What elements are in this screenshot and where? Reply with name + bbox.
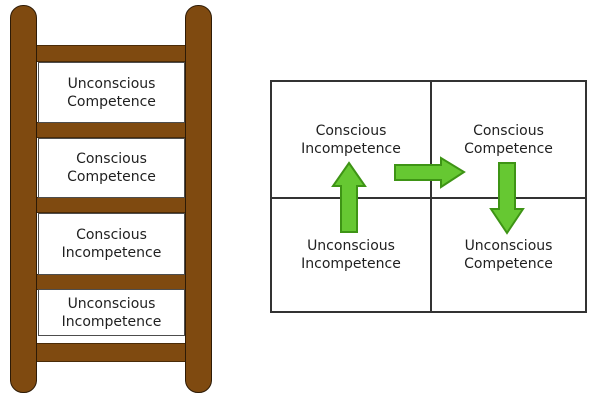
ladder-step-conscious-competence: Conscious Competence bbox=[38, 138, 185, 198]
ladder-step-unconscious-incompetence: Unconscious Incompetence bbox=[38, 289, 185, 336]
matrix-grid: Conscious Incompetence Conscious Compete… bbox=[272, 82, 585, 311]
quadrant-label: Conscious Incompetence bbox=[301, 122, 401, 157]
ladder-step-conscious-incompetence: Conscious Incompetence bbox=[38, 213, 185, 275]
quadrant-unconscious-incompetence: Unconscious Incompetence bbox=[272, 199, 430, 311]
quadrant-unconscious-competence: Unconscious Competence bbox=[432, 199, 585, 311]
ladder-step-unconscious-competence: Unconscious Competence bbox=[38, 62, 185, 123]
arrow-up-icon bbox=[331, 161, 367, 233]
matrix-vertical-divider bbox=[430, 82, 432, 311]
matrix-horizontal-divider bbox=[272, 197, 585, 199]
arrow-right-icon bbox=[394, 156, 466, 189]
ladder-rung bbox=[20, 45, 202, 62]
step-label: Unconscious Incompetence bbox=[61, 295, 162, 330]
ladder-rung bbox=[20, 343, 202, 362]
ladder-left-rail bbox=[10, 5, 37, 393]
step-label: Conscious Incompetence bbox=[61, 227, 162, 261]
ladder-rung bbox=[20, 122, 202, 138]
quadrant-label: Conscious Competence bbox=[464, 122, 553, 157]
quadrant-label: Unconscious Incompetence bbox=[301, 238, 401, 272]
step-label: Conscious Competence bbox=[67, 151, 156, 185]
quadrant-conscious-competence: Conscious Competence bbox=[432, 82, 585, 197]
step-label: Unconscious Competence bbox=[67, 75, 156, 110]
competence-matrix: Conscious Incompetence Conscious Compete… bbox=[270, 80, 587, 313]
quadrant-conscious-incompetence: Conscious Incompetence bbox=[272, 82, 430, 197]
quadrant-label: Unconscious Competence bbox=[464, 238, 553, 272]
ladder-rung bbox=[20, 197, 202, 213]
arrow-down-icon bbox=[489, 162, 525, 235]
competence-ladder: Unconscious Competence Conscious Compete… bbox=[0, 0, 230, 405]
ladder-rung bbox=[20, 274, 202, 290]
ladder-right-rail bbox=[185, 5, 212, 393]
